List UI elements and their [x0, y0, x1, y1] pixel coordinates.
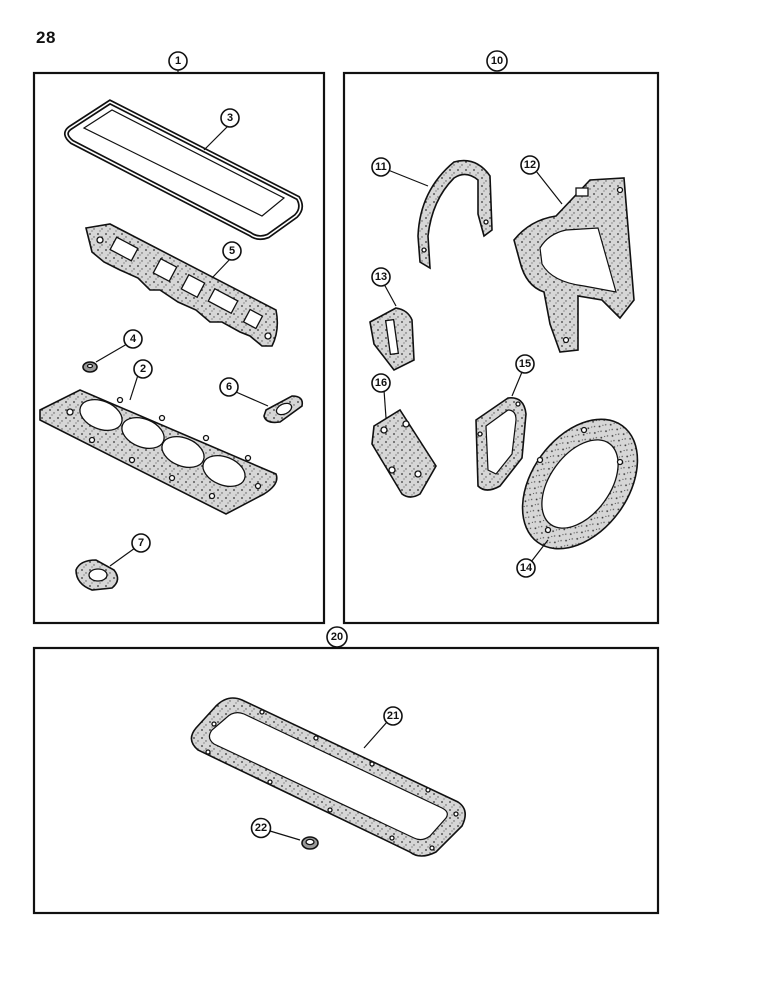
callout-5: 5 — [211, 241, 242, 279]
oil-pan-gasket — [190, 697, 466, 857]
svg-text:11: 11 — [375, 161, 387, 173]
kit-1-frame — [32, 71, 326, 625]
callout-15: 15 — [511, 354, 535, 397]
svg-text:13: 13 — [375, 271, 387, 283]
water-pump-gasket — [475, 397, 527, 491]
callout-21: 21 — [363, 706, 403, 749]
kit-1-callout: 1 — [168, 51, 188, 72]
callout-4: 4 — [95, 329, 143, 363]
ring-gasket — [521, 418, 639, 550]
square-gasket — [371, 408, 437, 498]
svg-text:21: 21 — [387, 710, 399, 722]
callout-12: 12 — [520, 155, 563, 205]
callout-16: 16 — [371, 373, 391, 419]
svg-text:6: 6 — [226, 381, 232, 393]
callout-13: 13 — [371, 267, 397, 307]
svg-text:4: 4 — [130, 333, 137, 345]
kit-1-label: 1 — [175, 55, 181, 67]
head-gasket — [39, 389, 278, 515]
page-number: 28 — [36, 28, 56, 47]
arch-gasket — [417, 159, 493, 270]
kit-10-frame — [342, 71, 660, 625]
svg-text:15: 15 — [519, 358, 531, 370]
callout-2: 2 — [129, 359, 153, 401]
callout-11: 11 — [371, 157, 429, 187]
svg-text:5: 5 — [229, 245, 235, 257]
diamond-gasket — [369, 307, 415, 372]
kit-20-label: 20 — [331, 631, 343, 643]
kit-20-callout: 20 — [326, 626, 348, 648]
flange-gasket-6 — [263, 395, 304, 424]
callout-3: 3 — [203, 108, 240, 151]
svg-text:22: 22 — [255, 822, 267, 834]
valve-cover-gasket — [64, 99, 304, 241]
callout-22: 22 — [250, 817, 301, 841]
svg-text:3: 3 — [227, 112, 233, 124]
callout-7: 7 — [109, 533, 151, 567]
svg-text:2: 2 — [140, 363, 146, 375]
svg-text:12: 12 — [524, 159, 536, 171]
callout-14: 14 — [516, 539, 549, 578]
svg-text:14: 14 — [520, 562, 533, 574]
kit-10-label: 10 — [491, 55, 503, 67]
small-ring-seal — [301, 836, 319, 850]
callout-6: 6 — [219, 377, 269, 407]
svg-text:16: 16 — [375, 377, 387, 389]
flange-gasket-7 — [75, 559, 119, 591]
small-seal — [82, 361, 98, 373]
kit-20-frame — [32, 646, 660, 915]
kit-10-callout: 10 — [486, 50, 508, 72]
manifold-gasket — [85, 223, 279, 347]
timing-cover-gasket — [513, 177, 635, 353]
svg-text:7: 7 — [138, 537, 144, 549]
